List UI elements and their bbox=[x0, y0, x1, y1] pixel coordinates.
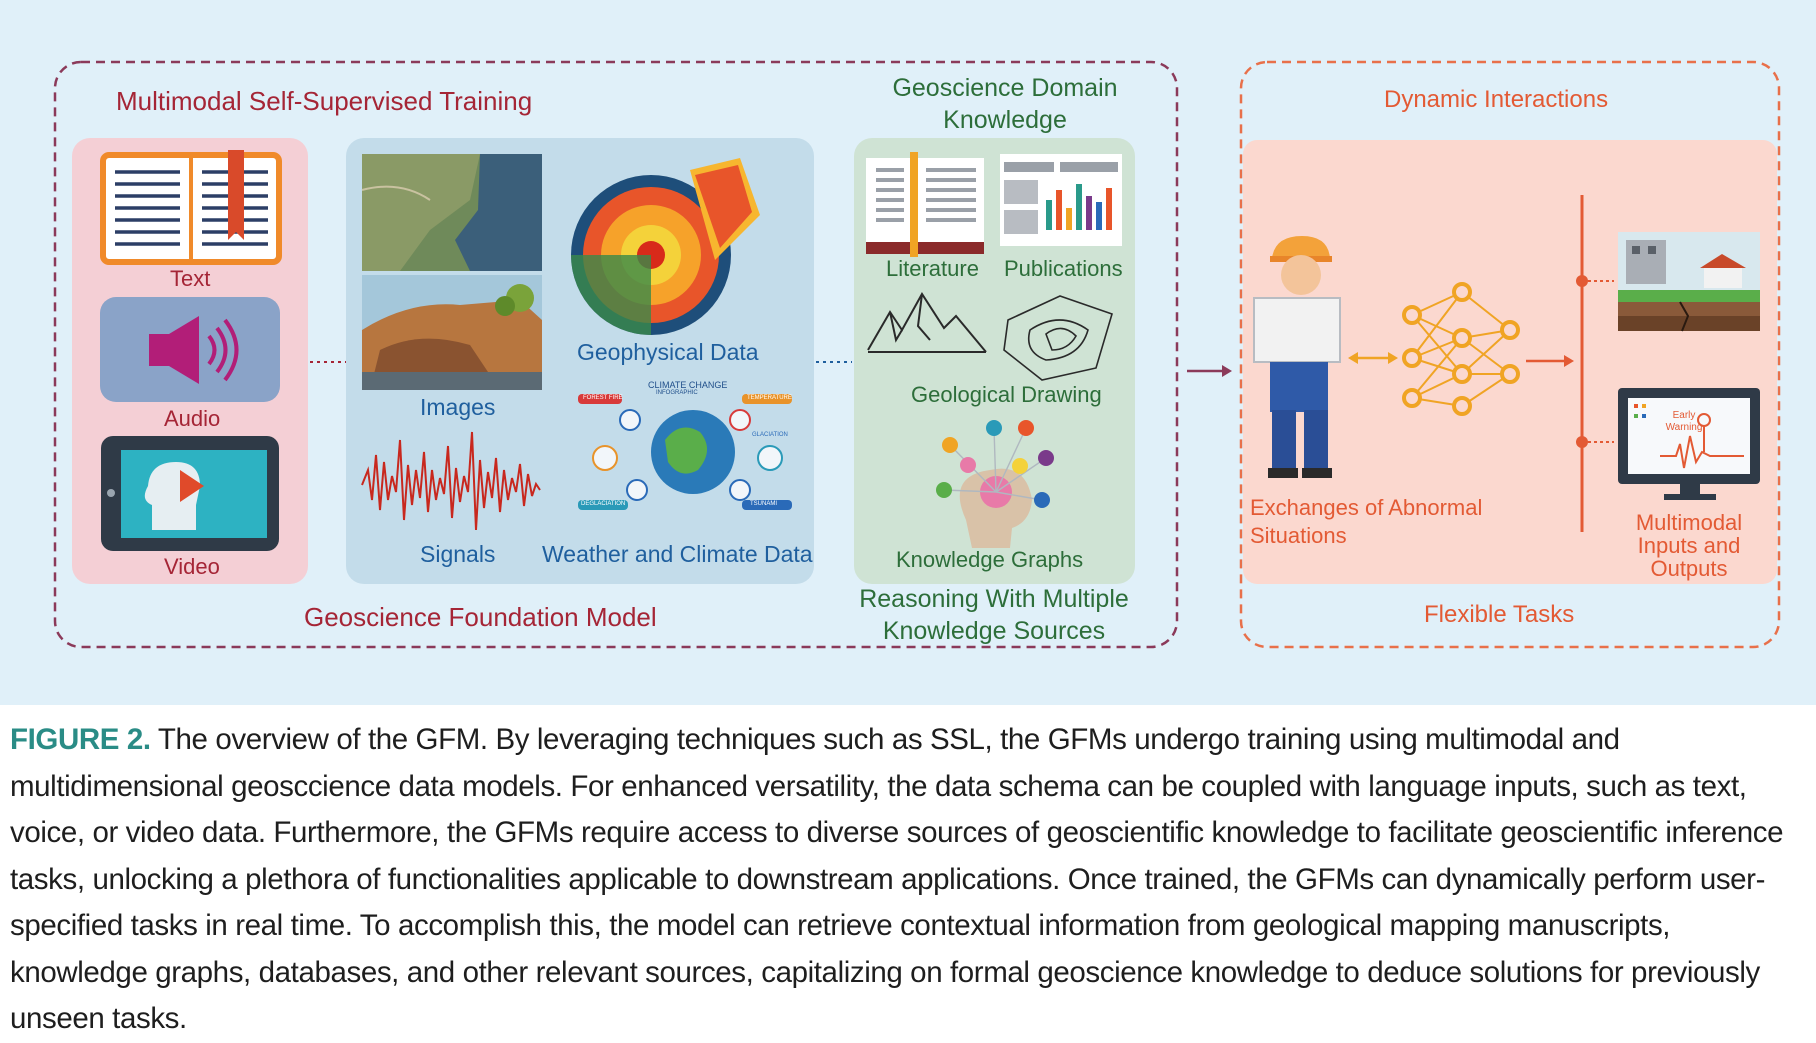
early-warning-label: Early Warning bbox=[1665, 410, 1703, 433]
infographic-tag-forest-fire: FOREST FIRE bbox=[583, 395, 623, 401]
video-label: Video bbox=[164, 554, 220, 579]
domain-title: Geoscience Domain Knowledge bbox=[892, 74, 1118, 134]
caption-text: The overview of the GFM. By leveraging t… bbox=[10, 723, 1784, 1035]
topographic-map-icon bbox=[1003, 295, 1113, 381]
landslide-image bbox=[362, 275, 542, 390]
weather-label: Weather and Climate Data bbox=[542, 541, 813, 567]
images-label: Images bbox=[420, 394, 496, 420]
publications-label: Publications bbox=[1004, 256, 1123, 281]
figure-caption: FIGURE 2. The overview of the GFM. By le… bbox=[10, 717, 1810, 1043]
infographic-tag-tsunami: TSUNAMI bbox=[750, 501, 777, 507]
reasoning-label: Reasoning With Multiple Knowledge Source… bbox=[859, 585, 1129, 645]
climate-infographic bbox=[578, 394, 792, 510]
gfm-label: Geoscience Foundation Model bbox=[304, 602, 657, 632]
ssl-title: Multimodal Self-Supervised Training bbox=[116, 86, 533, 116]
ssl-frame bbox=[53, 60, 1179, 649]
exchanges-label: Exchanges of Abnormal Situations bbox=[1250, 495, 1483, 548]
infographic-subtitle: INFOGRAPHIC bbox=[656, 390, 698, 396]
text-label: Text bbox=[170, 266, 211, 291]
satellite-image bbox=[361, 154, 542, 271]
graphs-label: Knowledge Graphs bbox=[896, 547, 1084, 572]
infographic-tag-deglaciation: DEGLACIATION bbox=[581, 501, 626, 507]
infographic-tag-temperature: TEMPERATURE bbox=[747, 395, 792, 401]
diagram-graphics bbox=[53, 60, 1781, 649]
speaker-icon bbox=[100, 297, 280, 402]
earthquake-scene-icon bbox=[1618, 232, 1760, 332]
drawing-label: Geological Drawing bbox=[911, 382, 1102, 407]
geophysical-label: Geophysical Data bbox=[577, 339, 759, 365]
book-icon bbox=[100, 150, 282, 265]
infographic-tag-glaciation: GLACIATION bbox=[752, 432, 788, 438]
audio-label: Audio bbox=[164, 406, 221, 431]
figure-label: FIGURE 2. bbox=[10, 723, 151, 756]
knowledge-graph-icon bbox=[936, 420, 1054, 548]
multimodal-io-label: Multimodal Inputs and Outputs bbox=[1635, 510, 1743, 581]
flexible-label: Flexible Tasks bbox=[1424, 601, 1575, 628]
tasks-frame bbox=[1239, 60, 1781, 649]
monitor-icon bbox=[1618, 388, 1760, 500]
literature-label: Literature bbox=[886, 256, 979, 281]
publications-icon bbox=[1000, 154, 1122, 246]
video-icon bbox=[101, 436, 279, 551]
engineer-figure bbox=[1253, 236, 1341, 478]
signals-label: Signals bbox=[420, 541, 496, 567]
infographic-title: CLIMATE CHANGE bbox=[648, 380, 728, 390]
neural-network-icon bbox=[1402, 282, 1520, 416]
earth-layers-icon bbox=[571, 158, 760, 335]
literature-icon bbox=[866, 152, 984, 257]
mountain-drawing-icon bbox=[867, 292, 987, 353]
signal-waveform bbox=[361, 431, 541, 531]
dynamic-title: Dynamic Interactions bbox=[1384, 86, 1609, 113]
